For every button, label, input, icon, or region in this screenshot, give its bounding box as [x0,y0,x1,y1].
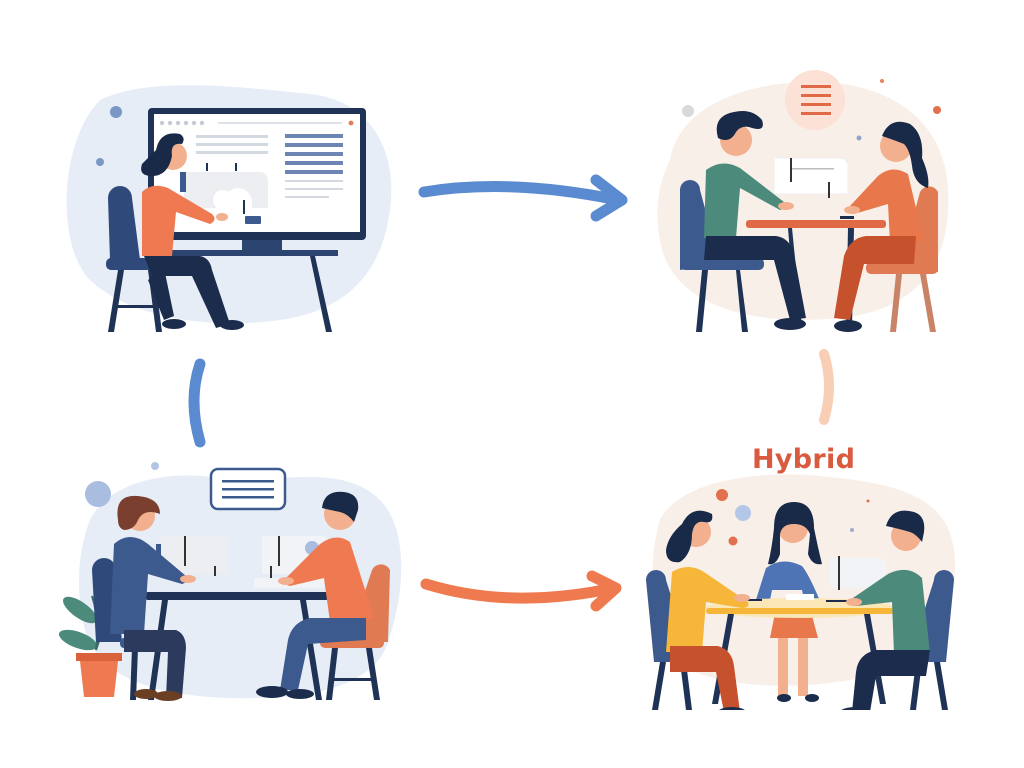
decor-dot [85,481,111,507]
decor-dot [151,462,159,470]
scene-in-person [640,70,960,340]
decor-dot [728,536,738,546]
scene-hybrid [630,470,970,710]
hybrid-label: Hybrid [752,444,856,475]
decor-dot [880,79,884,83]
person-online [141,133,244,330]
scene-online-session [60,80,400,340]
arrow-workshop-to-hybrid [420,570,622,612]
person-man-green [704,111,806,330]
decor-dot [933,106,941,114]
person-man-orange [256,491,374,699]
decor-dot [866,499,870,503]
desk [170,250,338,256]
decor-dot [856,135,862,141]
decor-dot [110,106,122,118]
person-woman-blue [110,495,196,701]
sewing-machine-icon [180,163,268,224]
speech-bubble-icon [785,70,845,130]
decor-dot [735,505,751,521]
curve-online-to-workshop [188,358,206,448]
person-woman-center [754,502,822,702]
decor-dot [96,158,104,166]
person-woman-orange [834,121,929,332]
speech-bubble-icon [209,467,287,511]
chair [106,186,166,332]
table [146,592,328,600]
decor-dot [682,105,694,117]
sewing-machine-icon [830,556,886,590]
decor-dot [850,528,854,532]
table [746,220,886,228]
curve-in-person-to-hybrid [819,349,834,425]
person-woman-yellow [666,510,750,710]
sewing-machine-icon [773,157,849,198]
person-man-green [841,510,930,710]
arrow-online-to-in-person [418,174,628,222]
scene-workshop [50,450,410,710]
decor-dot [716,489,728,501]
